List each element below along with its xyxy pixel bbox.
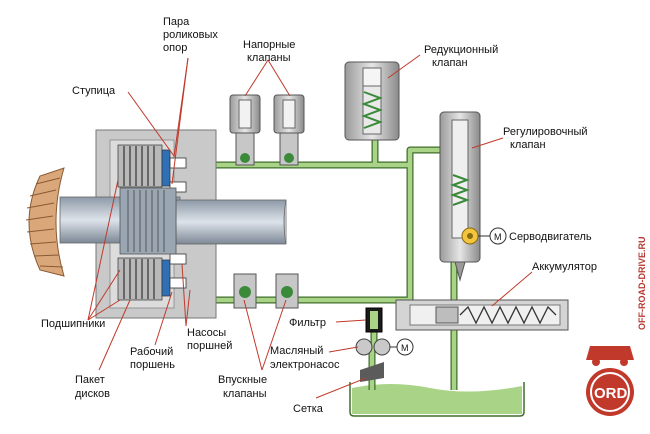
watermark-site: OFF-ROAD-DRIVE.RU bbox=[637, 237, 647, 331]
label-pressure-valves-2: клапаны bbox=[247, 52, 291, 64]
roller-bearing-pair bbox=[169, 157, 187, 289]
label-oil-pump-2: электронасос bbox=[270, 359, 340, 371]
label-piston-pumps-2: поршней bbox=[187, 340, 232, 352]
label-working-piston-1: Рабочий bbox=[130, 346, 173, 358]
label-roller-pair-2: роликовых bbox=[163, 29, 218, 41]
bevel-gear bbox=[25, 167, 65, 277]
label-roller-pair-3: опор bbox=[163, 42, 187, 54]
intake-valves bbox=[233, 273, 299, 309]
label-disc-pack-1: Пакет bbox=[75, 374, 105, 386]
watermark: ORD OFF-ROAD-DRIVE.RU bbox=[586, 237, 647, 416]
leader-lines bbox=[87, 54, 533, 399]
label-piston-pumps-1: Насосы bbox=[187, 327, 226, 339]
label-bearings: Подшипники bbox=[41, 318, 105, 330]
label-accumulator: Аккумулятор bbox=[532, 261, 597, 273]
pressure-valves bbox=[229, 94, 305, 166]
label-working-piston-2: поршень bbox=[130, 359, 175, 371]
label-regulating-valve-2: клапан bbox=[510, 139, 546, 151]
label-roller-pair-1: Пара bbox=[163, 16, 190, 28]
label-regulating-valve-1: Регулировочный bbox=[503, 126, 588, 138]
label-filter: Фильтр bbox=[289, 317, 326, 329]
label-reduction-valve-1: Редукционный bbox=[424, 44, 498, 56]
servomotor-symbol bbox=[478, 227, 507, 245]
label-disc-pack-2: дисков bbox=[75, 388, 110, 400]
label-servomotor: Серводвигатель bbox=[509, 231, 592, 243]
accumulator bbox=[395, 299, 569, 331]
oil-pump-m-symbol: M bbox=[401, 343, 409, 353]
label-hub: Ступица bbox=[72, 85, 116, 97]
filter bbox=[365, 307, 383, 333]
servomotor-m-symbol: M bbox=[494, 232, 502, 242]
watermark-logo-text: ORD bbox=[594, 385, 628, 402]
label-strainer: Сетка bbox=[293, 403, 324, 415]
labels: Пара роликовых опор Напорные клапаны Ред… bbox=[41, 16, 597, 415]
oil-reservoir bbox=[349, 382, 525, 417]
disc-pack bbox=[117, 144, 171, 301]
label-intake-valves-2: клапаны bbox=[223, 388, 267, 400]
label-pressure-valves-1: Напорные bbox=[243, 39, 295, 51]
label-reduction-valve-2: клапан bbox=[432, 57, 468, 69]
reduction-valve bbox=[344, 61, 400, 141]
shafts bbox=[59, 187, 287, 255]
regulating-valve bbox=[439, 111, 481, 282]
label-oil-pump-1: Масляный bbox=[270, 345, 323, 357]
label-intake-valves-1: Впускные bbox=[218, 374, 267, 386]
